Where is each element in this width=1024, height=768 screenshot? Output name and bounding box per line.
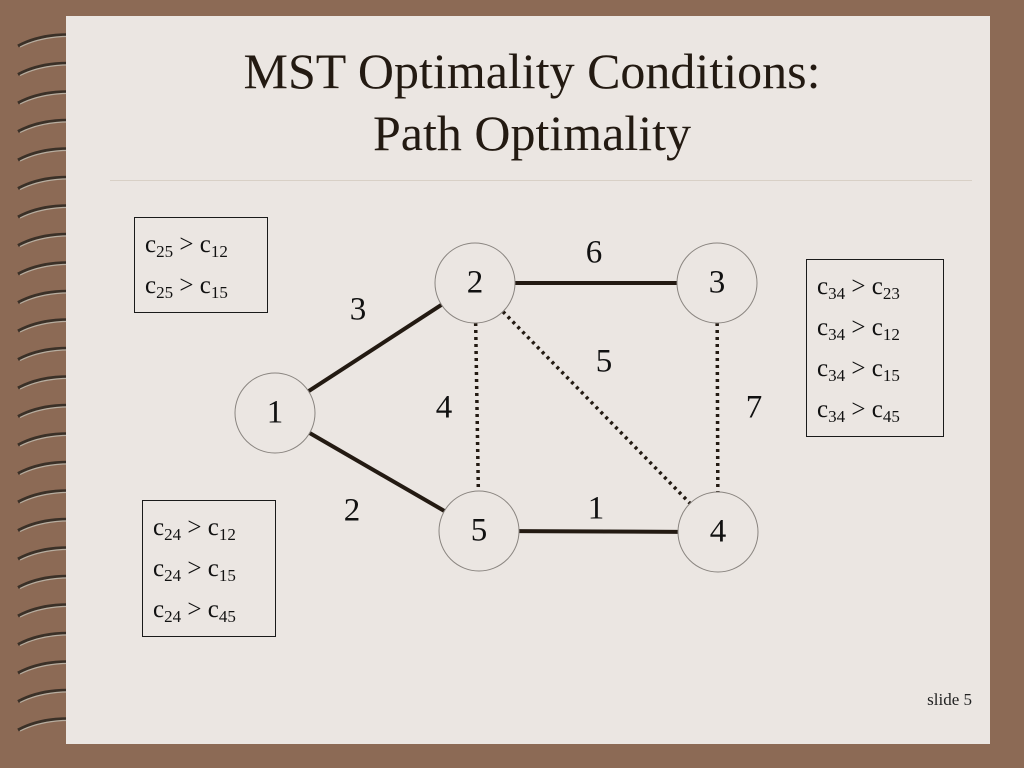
title-divider xyxy=(110,180,972,181)
node-label-5: 5 xyxy=(471,513,488,549)
edge-1-5 xyxy=(308,431,446,513)
edge-3-4 xyxy=(715,322,720,493)
node-label-2: 2 xyxy=(467,265,484,301)
node-1 xyxy=(234,372,316,454)
edge-1-2 xyxy=(307,303,443,393)
condition-line: c34 > c15 xyxy=(817,355,900,385)
condition-line: c25 > c12 xyxy=(145,231,228,261)
node-label-1: 1 xyxy=(267,395,284,431)
edge-cost-3-4: 7 xyxy=(746,390,763,426)
condition-line: c24 > c12 xyxy=(153,514,236,544)
condition-box-edge-24: c24 > c12 c24 > c15 c24 > c45 xyxy=(142,500,276,637)
condition-line: c34 > c12 xyxy=(817,314,900,344)
node-label-3: 3 xyxy=(709,265,726,301)
edge-2-5 xyxy=(473,322,481,492)
condition-line: c25 > c15 xyxy=(145,272,228,302)
node-5 xyxy=(438,490,520,572)
condition-box-edge-34: c34 > c23 c34 > c12 c34 > c15 c34 > c45 xyxy=(806,259,944,437)
node-2 xyxy=(434,242,516,324)
edge-cost-5-4: 1 xyxy=(588,491,605,527)
node-4 xyxy=(677,491,759,573)
condition-line: c24 > c15 xyxy=(153,555,236,585)
edge-cost-1-5: 2 xyxy=(344,493,361,529)
edge-2-4 xyxy=(501,310,692,505)
title-line-2: Path Optimality xyxy=(372,105,692,161)
slide-title: MST Optimality Conditions: Path Optimali… xyxy=(72,40,992,164)
condition-line: c24 > c45 xyxy=(153,596,236,626)
edge-5-4 xyxy=(518,529,679,534)
edge-cost-2-5: 4 xyxy=(436,390,453,426)
condition-line: c34 > c23 xyxy=(817,273,900,303)
node-label-4: 4 xyxy=(710,514,727,550)
edge-cost-2-3: 6 xyxy=(586,235,603,271)
condition-box-edge-25: c25 > c12 c25 > c15 xyxy=(134,217,268,313)
condition-line: c34 > c45 xyxy=(817,396,900,426)
edge-cost-2-4: 5 xyxy=(596,344,613,380)
edge-cost-1-2: 3 xyxy=(350,292,367,328)
title-line-1: MST Optimality Conditions: xyxy=(243,43,821,99)
slide-number: slide 5 xyxy=(927,690,972,709)
node-3 xyxy=(676,242,758,324)
